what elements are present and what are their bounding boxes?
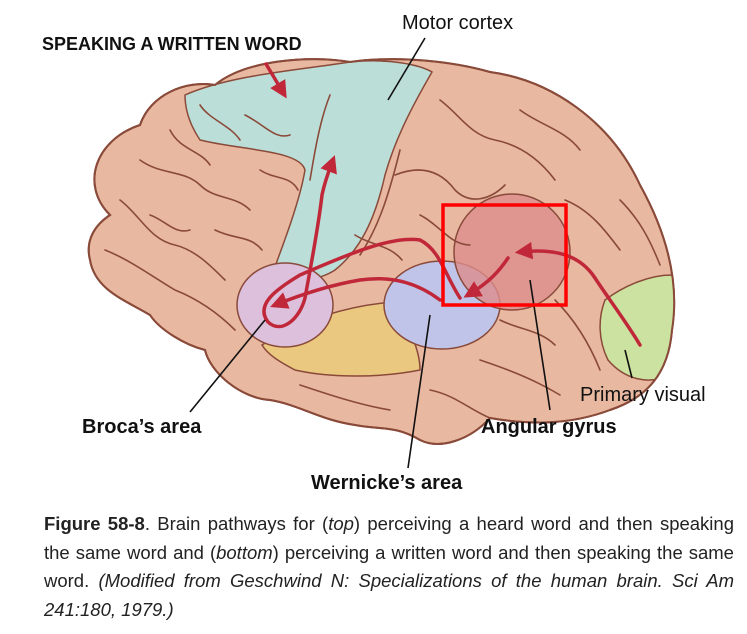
angular-gyrus-label: Angular gyrus <box>481 416 617 438</box>
temporal-region <box>260 301 421 377</box>
brain-folds <box>104 94 661 419</box>
highlight-box <box>441 203 568 307</box>
caption-text-3: ) perceiving a written word and then spe… <box>44 541 734 592</box>
angular-gyrus-leader <box>529 279 551 411</box>
motor-cortex-leader <box>387 37 426 101</box>
figure-caption: Figure 58-8. Brain pathways for (top) pe… <box>44 510 734 624</box>
caption-text-1: . Brain pathways for ( <box>144 513 329 534</box>
heading-arrow <box>264 62 287 99</box>
caption-text-2: ) perceiving a heard word and then speak… <box>44 513 734 563</box>
wernicke-to-broca-arrow <box>262 155 462 329</box>
primary-visual-leader <box>624 349 633 379</box>
brocas-area-leader <box>189 319 266 413</box>
brocas-area-region <box>236 262 334 348</box>
motor-cortex-label: Motor cortex <box>402 12 514 34</box>
angular-gyrus-region <box>453 193 571 311</box>
leader-lines <box>189 37 633 469</box>
broca-loop-arrow <box>270 276 442 309</box>
caption-bottom: bottom <box>216 541 273 563</box>
visual-to-angular-arrow <box>514 241 642 347</box>
brocas-area-label: Broca’s area <box>82 416 202 438</box>
wernickes-area-leader <box>407 314 431 469</box>
wernickes-area-label: Wernicke’s area <box>311 472 463 494</box>
diagram-heading: SPEAKING A WRITTEN WORD <box>42 34 302 54</box>
pathway-arrows <box>262 62 642 347</box>
figure-number: Figure 58-8 <box>44 513 145 534</box>
brain-pathway-diagram <box>87 37 676 469</box>
angular-to-wernicke-arrow <box>463 256 510 298</box>
caption-top: top <box>328 513 354 534</box>
primary-visual-label: Primary visual <box>580 384 706 406</box>
caption-citation: (Modified from Geschwind N: Specializati… <box>44 570 734 620</box>
